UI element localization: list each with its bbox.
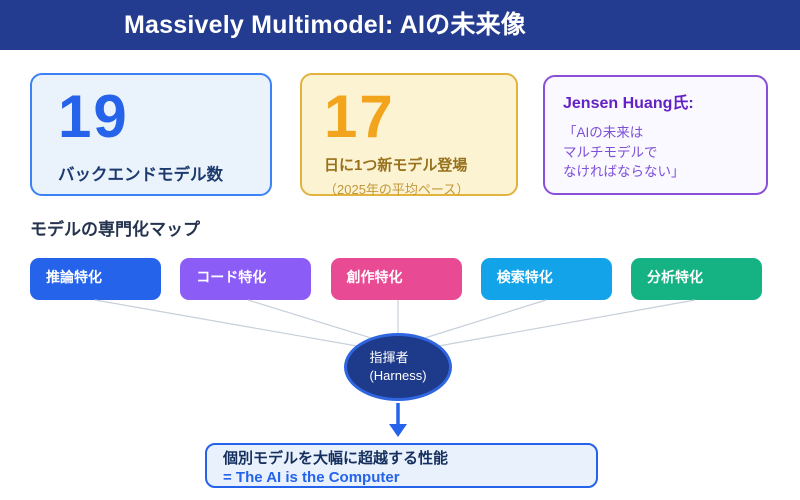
quote-card: Jensen Huang氏: 「AIの未来は マルチモデルで なければならない」 (543, 75, 768, 195)
harness-label: 指揮者 (Harness) (369, 349, 426, 385)
header-bar: Massively Multimodel: AIの未来像 (0, 0, 800, 50)
stat-label-pace: 日に1つ新モデル登場 (324, 157, 468, 174)
harness-role: 指揮者 (369, 349, 409, 365)
specialization-chip-reasoning: 推論特化 (30, 258, 161, 300)
section-heading-specialization-map: モデルの専門化マップ (30, 220, 200, 239)
down-arrow-icon (389, 403, 407, 437)
stat-sublabel-pace: （2025年の平均ペース） (324, 182, 470, 197)
specialization-chip-analysis: 分析特化 (631, 258, 762, 300)
slide-title: Massively Multimodel: AIの未来像 (124, 11, 526, 39)
stat-label-backend: バックエンドモデル数 (58, 166, 223, 184)
stat-value-backend: 19 (58, 83, 129, 150)
stat-card-backend-models: 19 バックエンドモデル数 (30, 73, 272, 196)
harness-name: (Harness) (369, 368, 427, 383)
stat-value-pace: 17 (324, 83, 395, 150)
quote-line-3: なければならない」 (563, 164, 685, 180)
quote-text: 「AIの未来は マルチモデルで なければならない」 (563, 123, 748, 182)
quote-line-2: マルチモデルで (563, 144, 658, 160)
specialization-chip-search: 検索特化 (480, 258, 612, 300)
stat-card-model-pace: 17 日に1つ新モデル登場 （2025年の平均ペース） (300, 73, 518, 197)
result-line-1: 個別モデルを大幅に超越する性能 (223, 450, 449, 467)
harness-node: 指揮者 (Harness) (344, 333, 452, 401)
quote-line-1: 「AIの未来は (563, 125, 644, 140)
result-line-2: = The AI is the Computer (223, 468, 400, 486)
specialization-chip-code: コード特化 (180, 258, 312, 300)
quote-speaker: Jensen Huang氏: (563, 95, 694, 112)
specialization-chips-row: 推論特化 コード特化 創作特化 検索特化 分析特化 (30, 258, 762, 300)
result-box: 個別モデルを大幅に超越する性能 = The AI is the Computer (205, 443, 598, 488)
specialization-chip-creative: 創作特化 (330, 258, 462, 300)
